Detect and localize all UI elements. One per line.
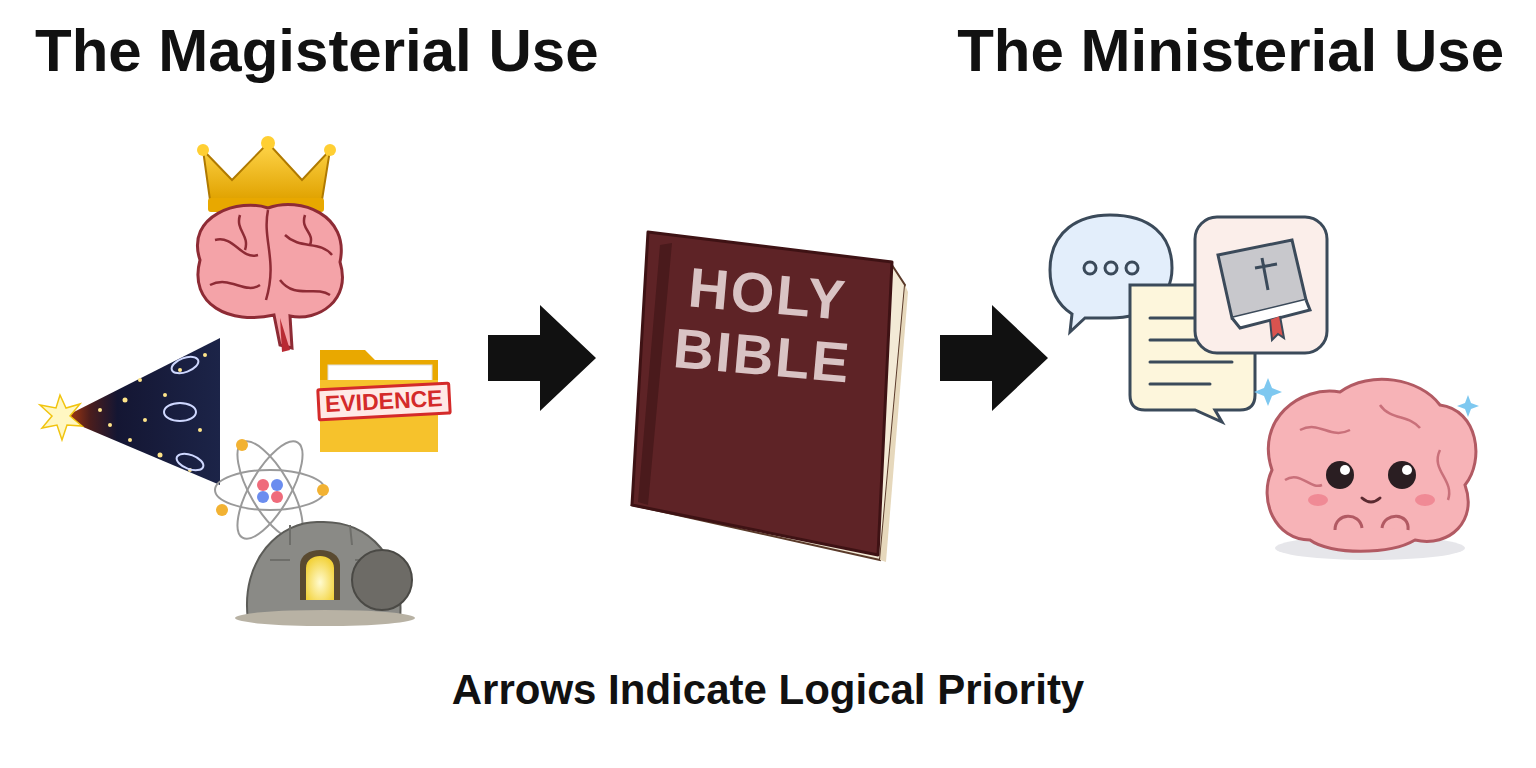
bible-book	[632, 232, 908, 562]
priority-arrow	[488, 305, 596, 411]
book-title: HOLY BIBLE	[655, 254, 875, 395]
chat-bubbles	[1050, 215, 1327, 422]
crowned-brain	[197, 136, 342, 352]
caption: Arrows Indicate Logical Priority	[452, 667, 1084, 713]
section-heading: The Magisterial Use	[35, 18, 599, 84]
cosmic-timeline	[40, 338, 220, 485]
section-heading: The Ministerial Use	[957, 18, 1504, 84]
empty-tomb	[235, 522, 415, 626]
cute-brain	[1254, 378, 1479, 560]
priority-arrow	[940, 305, 1048, 411]
